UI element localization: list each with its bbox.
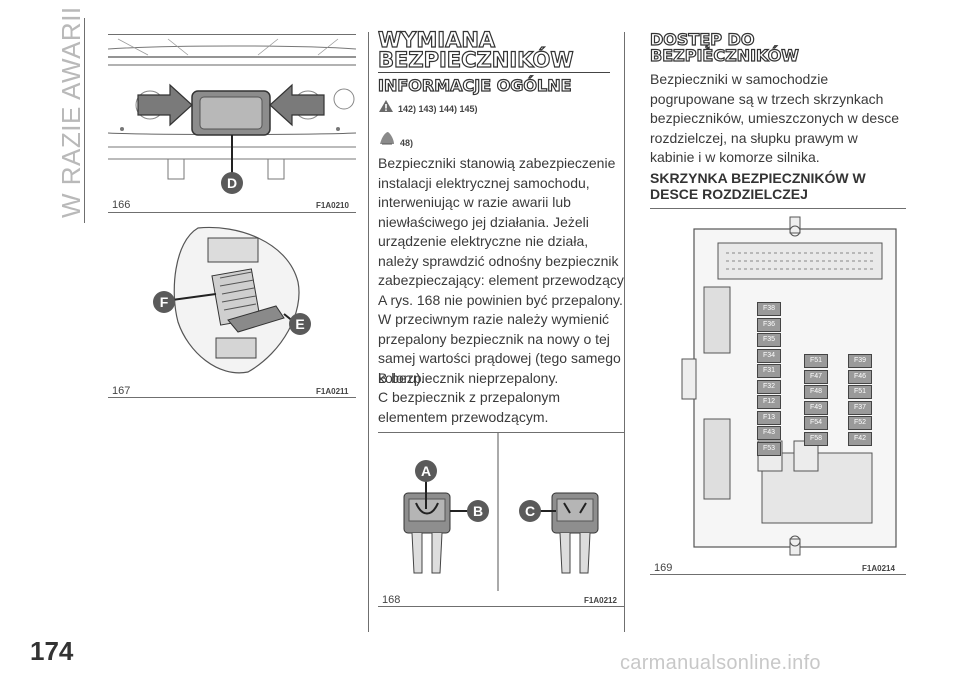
page-title: WYMIANA BEZPIECZNIKÓW — [377, 28, 574, 72]
fuse-slot: F58 — [804, 431, 828, 446]
caution-references: 48) — [400, 138, 414, 148]
figure-code: F1A0212 — [584, 596, 617, 605]
fuse-slot: F53 — [757, 441, 781, 456]
fuse-slot: F43 — [757, 426, 781, 440]
figure-number: 168 — [382, 594, 401, 606]
figure-167-illustration: F E — [108, 222, 356, 382]
page-title-line2: BEZPIECZNIKÓW — [377, 48, 574, 72]
dashboard-fusebox-heading: SKRZYNKA BEZPIECZNIKÓW W DESCE ROZDZIELC… — [650, 170, 866, 202]
figure-caption-rule — [378, 606, 624, 607]
figure-top-rule — [378, 432, 624, 433]
page-number: 174 — [30, 636, 74, 666]
watermark-text: carmanualsonline.info — [620, 652, 821, 674]
figure-code: F1A0210 — [316, 201, 349, 210]
fuse-slot: F31 — [757, 364, 781, 378]
fuse-slot: F51 — [804, 354, 828, 368]
caution-icon — [380, 132, 394, 145]
figure-169-fusebox — [650, 209, 906, 559]
fuse-slot: F54 — [804, 416, 828, 430]
fuse-slot: F51 — [848, 385, 872, 399]
fuse-slot: F37 — [848, 400, 872, 415]
figure-number: 167 — [112, 385, 131, 397]
title-rule — [378, 72, 610, 73]
fuse-slot: F35 — [757, 333, 781, 347]
fuse-slot: F46 — [848, 369, 872, 384]
figure-code: F1A0211 — [316, 387, 349, 396]
fuse-c-description: C bezpiecznik z przepalonym elementem pr… — [378, 389, 561, 425]
fuse-slot: F12 — [757, 395, 781, 409]
figure-caption-rule — [108, 397, 356, 398]
fuse-slot: F49 — [804, 400, 828, 415]
section-title: W RAZIE AWARII — [52, 6, 86, 223]
figure-166-illustration: D — [108, 35, 356, 197]
fuse-slot: F48 — [804, 385, 828, 399]
fuse-slot: F39 — [848, 354, 872, 368]
access-title: DOSTĘP DO BEZPIECZNIKÓW — [649, 30, 799, 65]
warning-references: 142) 143) 144) 145) — [398, 104, 478, 114]
callout-label-c: C — [525, 503, 535, 519]
callout-label-d: D — [227, 175, 237, 191]
fuse-slot: F38 — [757, 302, 781, 316]
fuse-slot: F34 — [757, 348, 781, 363]
figure-number: 169 — [654, 562, 673, 574]
callout-label-e: E — [295, 316, 304, 332]
fuse-column-middle: F51 F47 F48 F49 F54 F58 — [804, 354, 828, 447]
fuse-slot: F32 — [757, 379, 781, 394]
figure-caption-rule — [650, 574, 906, 575]
access-title-line1: DOSTĘP DO — [649, 30, 755, 49]
fuse-slot: F47 — [804, 369, 828, 384]
figure-168-illustration: A B C — [378, 433, 624, 591]
warning-icon — [379, 100, 393, 112]
page-title-line1: WYMIANA — [377, 28, 496, 52]
figure-top-rule — [650, 208, 906, 209]
figure-number: 166 — [112, 199, 131, 211]
fuse-column-left: F38 F36 F35 F34 F31 F32 F12 F13 F43 F53 — [757, 302, 781, 457]
figure-top-rule — [108, 34, 356, 35]
section-subtitle: INFORMACJE OGÓLNE — [377, 76, 572, 95]
fuse-slot: F13 — [757, 410, 781, 425]
figure-code: F1A0214 — [862, 564, 895, 573]
access-title-line2: BEZPIECZNIKÓW — [649, 46, 799, 65]
intro-paragraph: Bezpieczniki stanowią zabezpieczenie ins… — [378, 155, 624, 386]
column-divider — [624, 32, 625, 632]
fuse-slot: F52 — [848, 416, 872, 430]
callout-label-b: B — [473, 503, 483, 519]
fuse-slot: F36 — [757, 317, 781, 332]
figure-caption-rule — [108, 212, 356, 213]
callout-label-f: F — [160, 294, 169, 310]
section-divider — [84, 18, 85, 223]
section-title-text: W RAZIE AWARII — [56, 6, 86, 218]
fuse-b-description: B bezpiecznik nieprzepalony. — [378, 370, 559, 386]
fuse-column-right: F39 F46 F51 F37 F52 F42 — [848, 354, 872, 447]
column-divider — [368, 32, 369, 632]
fuse-slot: F42 — [848, 431, 872, 446]
access-paragraph: Bezpieczniki w samochodzie pogrupowane s… — [650, 71, 900, 165]
callout-label-a: A — [421, 463, 431, 479]
